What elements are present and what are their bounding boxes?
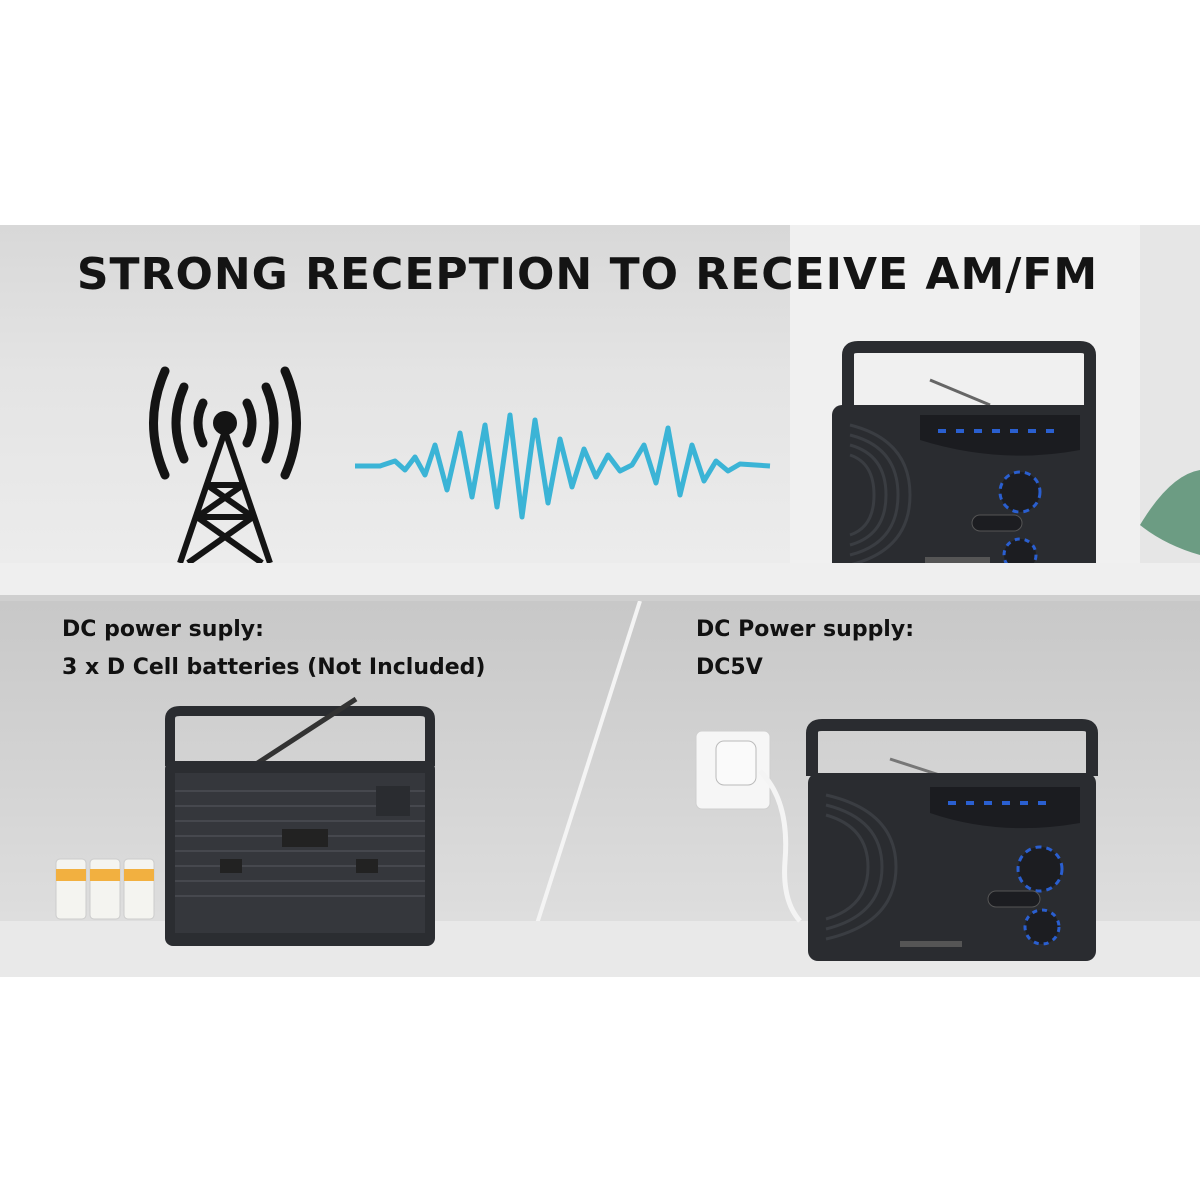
right-caption: DC Power supply: DC5V xyxy=(696,611,914,687)
radio-front xyxy=(806,719,1098,961)
radio-top xyxy=(832,341,1096,577)
product-banner: STRONG RECEPTION TO RECEIVE AM/FM xyxy=(0,225,1200,977)
top-scene xyxy=(0,225,1200,601)
bottom-scene xyxy=(0,600,1200,977)
right-caption-line2: DC5V xyxy=(696,655,763,680)
d-cell-batteries xyxy=(55,858,155,920)
wall-socket-adapter xyxy=(695,730,802,923)
radio-wave-icon xyxy=(355,412,771,520)
radio-back xyxy=(165,696,435,946)
headline: STRONG RECEPTION TO RECEIVE AM/FM xyxy=(76,249,1099,300)
left-caption: DC power suply: 3 x D Cell batteries (No… xyxy=(62,611,485,687)
left-caption-line2: 3 x D Cell batteries (Not Included) xyxy=(62,655,486,680)
left-caption-line1: DC power suply: xyxy=(62,617,264,642)
right-caption-line1: DC Power supply: xyxy=(696,617,914,642)
bottom-illustrations xyxy=(0,600,1200,977)
broadcast-tower-icon xyxy=(149,366,301,573)
